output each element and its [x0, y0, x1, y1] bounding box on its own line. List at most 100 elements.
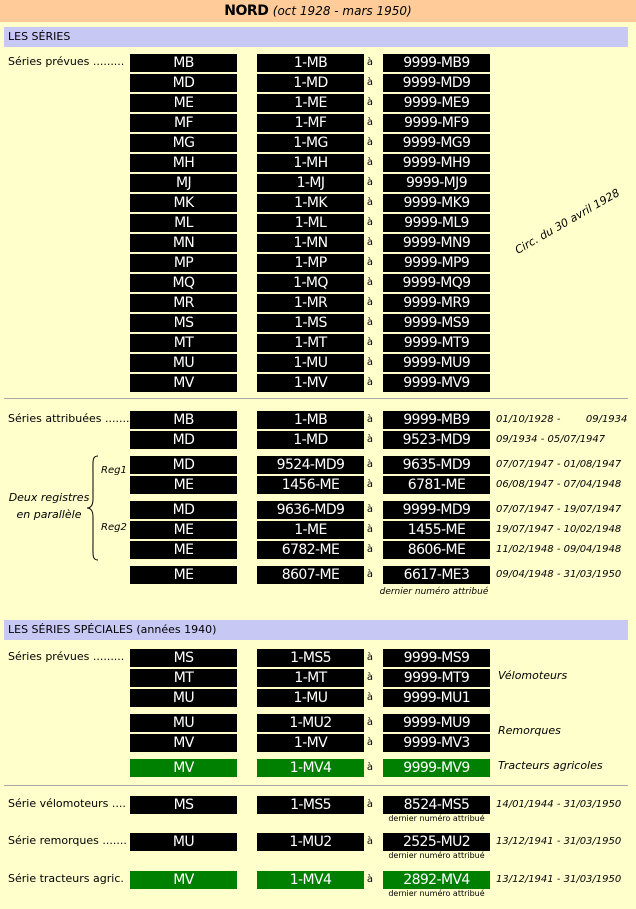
to-plate: 9999-MH9 [383, 154, 490, 172]
dernier-note: dernier numéro attribué [388, 851, 485, 860]
series-plate: MD [130, 431, 237, 449]
series-plate: MS [130, 649, 237, 667]
a-connector: à [366, 672, 374, 683]
a-connector: à [366, 297, 374, 308]
series-plate: MJ [130, 174, 237, 192]
a-connector: à [366, 57, 374, 68]
from-plate: 1-MQ [257, 274, 364, 292]
from-plate: 1-MT [257, 334, 364, 352]
from-plate: 1-ML [257, 214, 364, 232]
remorques-note: Remorques [498, 724, 561, 737]
to-plate: 9999-MB9 [383, 54, 490, 72]
to-plate: 9999-ME9 [383, 94, 490, 112]
a-connector: à [366, 717, 374, 728]
deux-line-1: Deux registres [8, 491, 90, 504]
to-plate: 9523-MD9 [383, 431, 490, 449]
a-connector: à [366, 137, 374, 148]
series-plate: MK [130, 194, 237, 212]
date-range: 07/07/1947 - 19/07/1947 [496, 504, 622, 515]
series-plate: MV [130, 734, 237, 752]
from-plate: 1-MV [257, 734, 364, 752]
prevues-label: Séries prévues ......... [8, 55, 125, 68]
dernier-note: dernier numéro attribué [379, 587, 489, 597]
series-plate: MB [130, 54, 237, 72]
from-plate: 1-ME [257, 521, 364, 539]
a-connector: à [366, 257, 374, 268]
date-range: 09/1934 - 05/07/1947 [496, 434, 606, 445]
from-plate: 1-MD [257, 431, 364, 449]
series-plate: MN [130, 234, 237, 252]
to-plate: 9999-MQ9 [383, 274, 490, 292]
series-plate: MU [130, 833, 237, 851]
from-plate: 1-MS5 [257, 796, 364, 814]
a-connector: à [366, 357, 374, 368]
to-plate: 9999-MP9 [383, 254, 490, 272]
to-plate: 9999-MD9 [383, 501, 490, 519]
a-connector: à [366, 434, 374, 445]
a-connector: à [366, 237, 374, 248]
a-connector: à [366, 97, 374, 108]
to-plate: 9999-MV9 [383, 759, 490, 777]
series-plate: MU [130, 689, 237, 707]
to-plate: 6781-ME [383, 476, 490, 494]
section-header-speciales: LES SÉRIES SPÉCIALES (années 1940) [4, 620, 628, 640]
a-connector: à [366, 157, 374, 168]
single-series-label: Série vélomoteurs .... [8, 797, 126, 810]
speciales-prevues-label: Séries prévues ......... [8, 650, 125, 663]
to-plate: 9999-MR9 [383, 294, 490, 312]
a-connector: à [366, 762, 374, 773]
to-plate: 9999-MD9 [383, 74, 490, 92]
a-connector: à [366, 377, 374, 388]
title-main: NORD [224, 3, 269, 19]
from-plate: 1-MN [257, 234, 364, 252]
to-plate: 9999-MU1 [383, 689, 490, 707]
to-plate: 2892-MV4 [383, 871, 490, 889]
from-plate: 1-ME [257, 94, 364, 112]
from-plate: 1-MP [257, 254, 364, 272]
date-range: 19/07/1947 - 10/02/1948 [496, 524, 622, 535]
series-plate: ME [130, 476, 237, 494]
series-plate: ME [130, 541, 237, 559]
a-connector: à [366, 317, 374, 328]
date-range: 13/12/1941 - 31/03/1950 [496, 874, 622, 885]
section-header-series: LES SÉRIES [4, 27, 628, 47]
tracteurs-note: Tracteurs agricoles [498, 759, 603, 772]
series-plate: ML [130, 214, 237, 232]
a-connector: à [366, 117, 374, 128]
series-plate: ME [130, 94, 237, 112]
from-plate: 1-MB [257, 54, 364, 72]
series-plate: MV [130, 871, 237, 889]
from-plate: 1-MF [257, 114, 364, 132]
a-connector: à [366, 799, 374, 810]
a-connector: à [366, 652, 374, 663]
from-plate: 1-MU2 [257, 714, 364, 732]
from-plate: 1-MK [257, 194, 364, 212]
to-plate: 9999-MK9 [383, 194, 490, 212]
series-plate: MH [130, 154, 237, 172]
to-plate: 1455-ME [383, 521, 490, 539]
to-plate: 9999-MS9 [383, 649, 490, 667]
series-plate: MU [130, 714, 237, 732]
a-connector: à [366, 569, 374, 580]
to-plate: 6617-ME3 [383, 566, 490, 584]
series-plate: MR [130, 294, 237, 312]
reg1-label: Reg1 [101, 465, 127, 476]
from-plate: 1-MU [257, 354, 364, 372]
series-plate: MS [130, 796, 237, 814]
to-plate: 9999-MB9 [383, 411, 490, 429]
divider [4, 398, 628, 399]
from-plate: 1-MV4 [257, 759, 364, 777]
a-connector: à [366, 544, 374, 555]
divider [4, 785, 628, 786]
dernier-note: dernier numéro attribué [388, 889, 485, 898]
series-plate: ME [130, 521, 237, 539]
from-plate: 1-MS5 [257, 649, 364, 667]
to-plate: 9999-MJ9 [383, 174, 490, 192]
a-connector: à [366, 337, 374, 348]
date-range: 14/01/1944 - 31/03/1950 [496, 799, 622, 810]
from-plate: 9524-MD9 [257, 456, 364, 474]
from-plate: 1-MV4 [257, 871, 364, 889]
date-range: 13/12/1941 - 31/03/1950 [496, 836, 622, 847]
to-plate: 9999-MU9 [383, 354, 490, 372]
series-plate: MF [130, 114, 237, 132]
